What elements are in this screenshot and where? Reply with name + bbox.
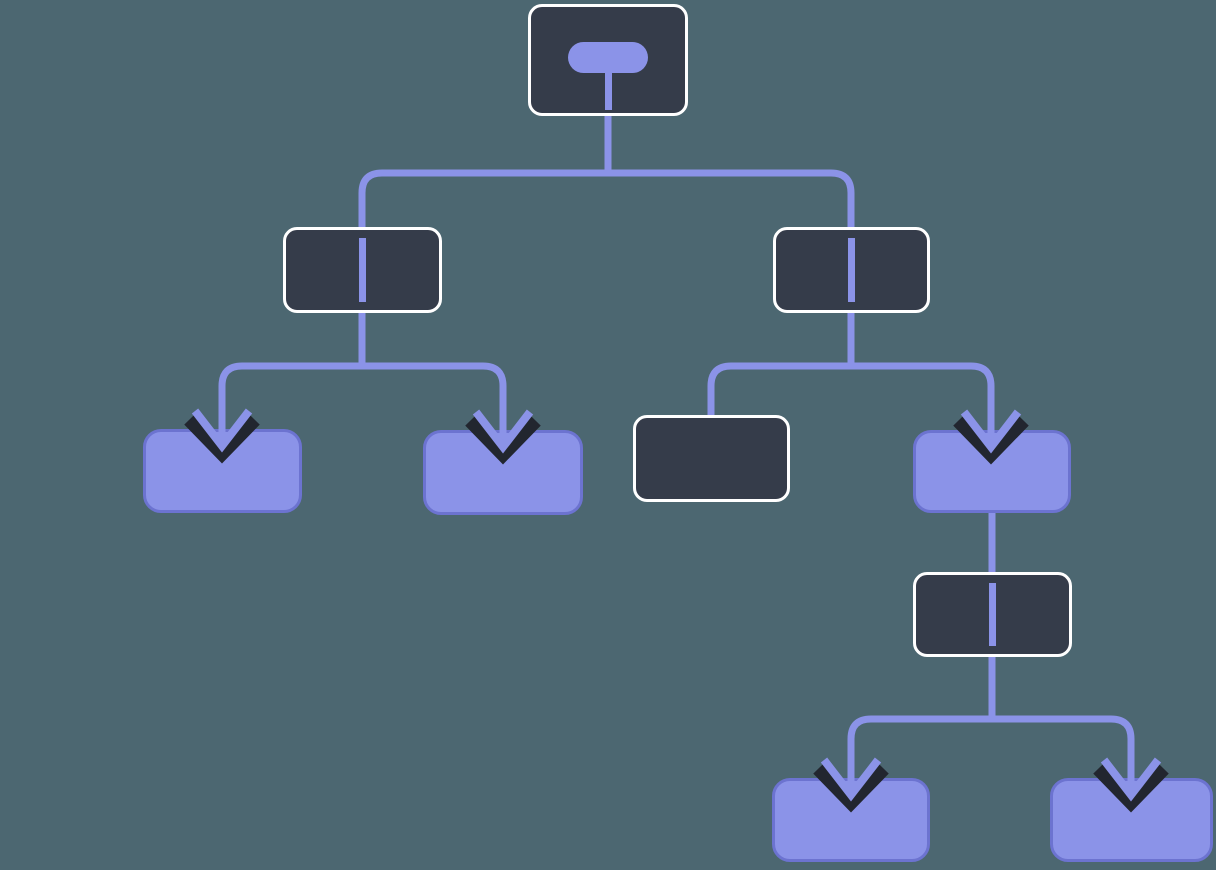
chevron-down-arrow-icon: [1093, 743, 1169, 813]
node-node-empty: [633, 415, 790, 502]
chevron-down-arrow-icon: [953, 395, 1029, 465]
pill-stem: [604, 67, 612, 110]
connector-right-rail: [707, 362, 995, 430]
caret-line: [848, 238, 855, 302]
node-root: [528, 4, 688, 116]
connector-left-rail: [218, 362, 507, 430]
connector-lower-rail: [847, 715, 1135, 778]
chevron-down-arrow-icon: [813, 743, 889, 813]
chevron-down-arrow-icon: [184, 394, 260, 464]
node-branch-lower: [913, 572, 1072, 657]
node-branch-left: [283, 227, 442, 313]
connector-level1-rail: [358, 169, 855, 229]
caret-line: [359, 238, 366, 302]
node-branch-right: [773, 227, 930, 313]
chevron-down-arrow-icon: [465, 395, 541, 465]
caret-line: [989, 583, 996, 646]
